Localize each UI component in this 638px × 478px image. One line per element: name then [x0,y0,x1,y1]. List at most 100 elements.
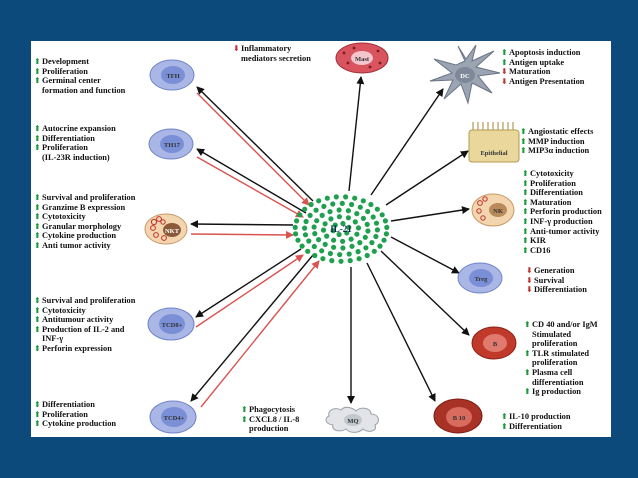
il21-dot [370,214,376,220]
effect-line: ⬆Cytokine production [34,419,116,429]
dc-effects: ⬆Apoptosis induction⬆Antigen uptake⬇Matu… [501,48,584,86]
up-arrow-icon: ⬆ [522,226,529,236]
effect-text: Germinal center [42,76,101,86]
link-center-th17 [196,148,307,214]
il21-dot [362,234,368,240]
effect-text: production [249,424,289,434]
effect-line: mediators secretion [233,54,311,64]
effect-line: production [241,424,299,434]
b10-cell-icon: B 10 [433,398,483,434]
il21-center: IL-21 [291,189,391,269]
il21-dot [311,243,317,250]
effect-line: ⬆Perforin expression [34,344,135,354]
link-th17-center [196,156,304,218]
effect-line: ⬇Differentiation [526,285,587,295]
effect-text: formation and function [42,85,126,95]
effect-text: Granzime B expression [42,202,126,212]
link-center-nk [390,206,470,222]
effect-line: ⬆Cytotoxicity [34,306,135,316]
il21-dot [322,221,328,227]
up-arrow-icon: ⬆ [34,76,41,86]
up-arrow-icon: ⬆ [34,400,41,409]
il21-dot [320,256,326,262]
il21-dot [355,249,361,255]
effect-text: Ig production [532,387,581,397]
effect-line: ⬆MIP3α induction [520,146,593,156]
il21-dot [295,237,301,243]
il21-dot [294,218,300,224]
up-arrow-icon: ⬆ [524,348,531,358]
link-center-b [380,250,470,336]
effect-text: proliferation [532,339,578,349]
effect-text: Cytokine production [42,419,117,429]
effect-line: ⬆CXCL8 / IL-8 [241,415,299,425]
effect-text: Inflammatory [241,44,292,53]
effect-text: Granular morphology [42,221,122,231]
effect-line: proliferation [524,358,598,368]
il21-dot [346,251,352,257]
effect-text: Maturation [509,67,551,77]
effect-line: ⬆Differentiation [522,188,602,198]
effect-text: Cytotoxicity [42,305,86,315]
il21-dot [354,231,360,237]
effect-line: ⬆Proliferation [522,179,602,189]
il21-label: IL-21 [330,224,352,234]
treg-cell-icon: Treg [457,262,503,294]
nkt-cell-icon: NKT [144,213,188,245]
up-arrow-icon: ⬆ [34,202,41,212]
il21-dot [321,203,327,209]
link-center-mast [348,76,365,192]
link-center-tcd8 [195,248,302,318]
il21-dot [345,208,351,214]
effect-line: ⬆Perforin production [522,207,602,217]
effect-text: Cytokine production [42,231,117,241]
up-arrow-icon: ⬆ [34,66,41,76]
il21-dot [337,252,343,258]
effect-line: ⬆Proliferation [34,67,125,77]
il21-dot [357,240,363,246]
il21-dot [363,245,369,251]
up-arrow-icon: ⬆ [34,315,41,325]
nk-label: NK [493,208,503,215]
il21-dot [368,201,374,208]
effect-line: (IL-23R induction) [34,153,116,163]
il21-dot [343,194,349,200]
effect-line: ⬆CD16 [522,246,602,256]
il21-dot [314,218,320,224]
up-arrow-icon: ⬆ [520,136,527,146]
effect-line: ⬆Ig production [524,387,598,397]
up-arrow-icon: ⬆ [34,240,41,250]
tcd4-cell: TCD4+ [149,400,197,434]
nkt-label: NKT [165,228,180,235]
il21-dot [331,237,337,243]
up-arrow-icon: ⬆ [501,412,508,421]
dc-label: DC [460,73,470,80]
il21-dot [364,221,370,227]
effect-line: ⬆Autocrine expansion [34,124,116,134]
il21-dot [316,198,322,204]
il21-dot [327,209,333,215]
treg-cell: Treg [457,262,503,294]
il21-dot [354,211,360,217]
mq-label: MQ [347,418,358,425]
tcd4-label: TCD4+ [164,415,185,422]
epithelial-label: Epithelial [480,150,507,157]
nkt-effects: ⬆Survival and proliferation⬆Granzime B e… [34,193,135,251]
mq-cell: MQ [323,404,383,434]
treg-label: Treg [475,276,489,283]
effect-line: ⬆Cytokine production [34,231,135,241]
il21-dot [360,198,366,204]
effect-text: Proliferation [42,143,88,153]
effect-line: ⬆Differentiation [501,422,571,432]
b-label: B [493,341,498,348]
effect-line: ⬆Phagocytosis [241,405,299,415]
up-arrow-icon: ⬆ [522,188,529,198]
il21-dot [331,244,337,250]
il21-dot [349,243,355,249]
th17-cell-icon: TH17 [148,128,194,160]
nk-cell-icon: NK [471,193,515,227]
effect-line: ⬆Proliferation [34,143,116,153]
up-arrow-icon: ⬆ [34,305,41,315]
il21-dot [329,258,335,264]
tcd4-cell-icon: TCD4+ [149,400,197,434]
